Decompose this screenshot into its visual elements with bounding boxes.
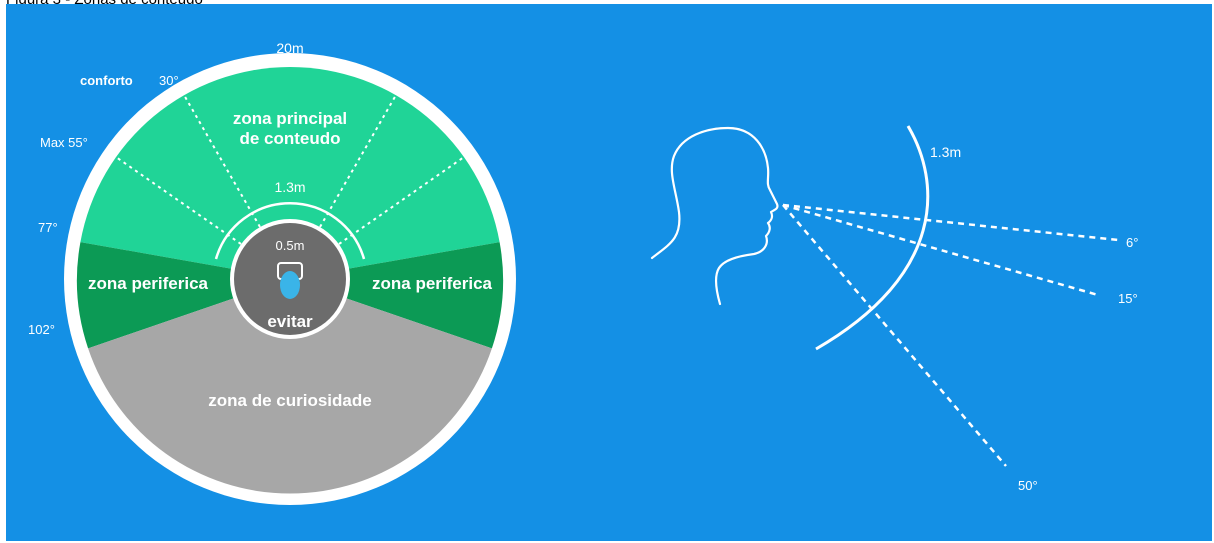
diagram-panel: zona principal de conteudo 1.3m 0.5m evi… (6, 4, 1212, 541)
sight-line-50 (782, 204, 1007, 467)
user-top-view-icon (277, 262, 303, 299)
zone-wheel: zona principal de conteudo 1.3m 0.5m evi… (64, 53, 516, 505)
distance-label-1-3m: 1.3m (274, 179, 305, 195)
side-view: 1.3m 6° 15° 50° (650, 125, 1138, 493)
comfort-angle-label: 30° (159, 73, 179, 88)
main-zone (80, 67, 500, 279)
distance-label-20m: 20m (276, 40, 303, 56)
main-zone-label-line2: de conteudo (239, 129, 340, 148)
max-angle-label: Max 55° (40, 135, 88, 150)
arc-1-3m (214, 202, 366, 260)
side-distance-label: 1.3m (930, 144, 961, 160)
head-profile-icon (650, 126, 779, 306)
side-arc-1-3m (815, 125, 930, 351)
angle-50-label: 50° (1018, 478, 1038, 493)
diagram-svg: zona principal de conteudo 1.3m 0.5m evi… (28, 40, 1138, 505)
angle-77-label: 77° (38, 220, 58, 235)
angle-lines (115, 94, 465, 245)
curiosity-zone (88, 279, 492, 494)
sight-lines (782, 203, 1119, 467)
distance-label-0-5m: 0.5m (276, 238, 305, 253)
peripheral-right-label: zona periferica (372, 274, 493, 293)
sight-line-15 (782, 203, 1099, 297)
angle-6-label: 6° (1126, 235, 1138, 250)
angle-15-label: 15° (1118, 291, 1138, 306)
comfort-label: conforto (80, 73, 133, 88)
curiosity-zone-label: zona de curiosidade (208, 391, 371, 410)
peripheral-left-label: zona periferica (88, 274, 209, 293)
peripheral-zone-right (290, 242, 504, 349)
angle-102-label: 102° (28, 322, 55, 337)
sight-line-6 (782, 203, 1119, 242)
peripheral-zone-left (76, 242, 290, 349)
avoid-zone-label: evitar (267, 312, 313, 331)
main-zone-label-line1: zona principal (233, 109, 347, 128)
